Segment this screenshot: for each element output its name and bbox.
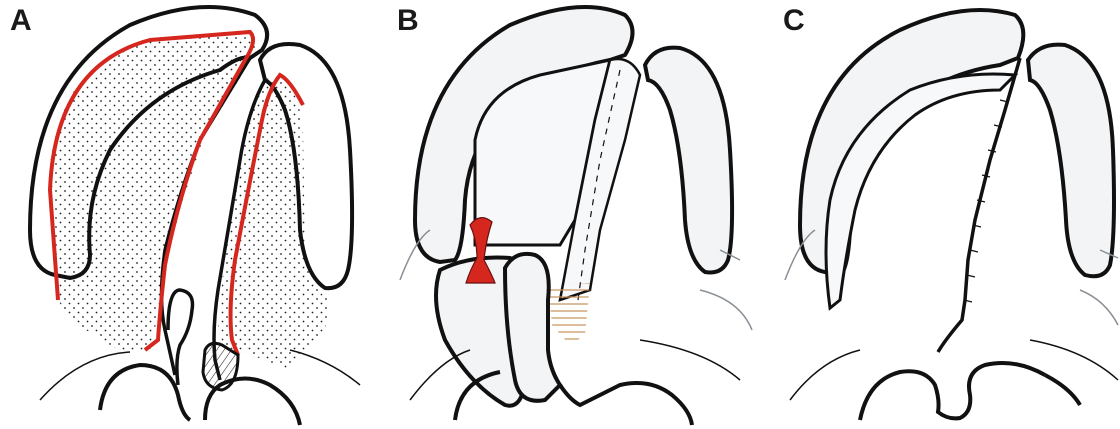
panel-c-right-flap-outline [1028, 45, 1114, 277]
panel-b-right-flap-outline [645, 48, 732, 273]
panel-c-nostril-left [860, 363, 1045, 420]
panel-b-drawing [400, 7, 752, 425]
panel-b-red-pedicle [466, 218, 495, 283]
panel-a-drawing [30, 7, 360, 425]
panel-b-tongue-flap [505, 254, 560, 401]
panel-c-drawing [785, 10, 1118, 420]
panel-b-lip-right [640, 340, 740, 380]
panel-a-fork [168, 290, 193, 385]
panel-label-b: B [397, 6, 419, 36]
panel-c-lip-left [790, 350, 860, 400]
panel-label-a: A [10, 6, 32, 36]
panel-label-c: C [783, 6, 805, 36]
panel-c-nostril-right [1045, 375, 1080, 405]
panel-b-nostril-right [560, 383, 692, 425]
panel-c-suture-ticks [964, 100, 1008, 302]
panel-a-nostril-right [205, 379, 300, 426]
panel-b-tan-hatch [548, 283, 590, 345]
